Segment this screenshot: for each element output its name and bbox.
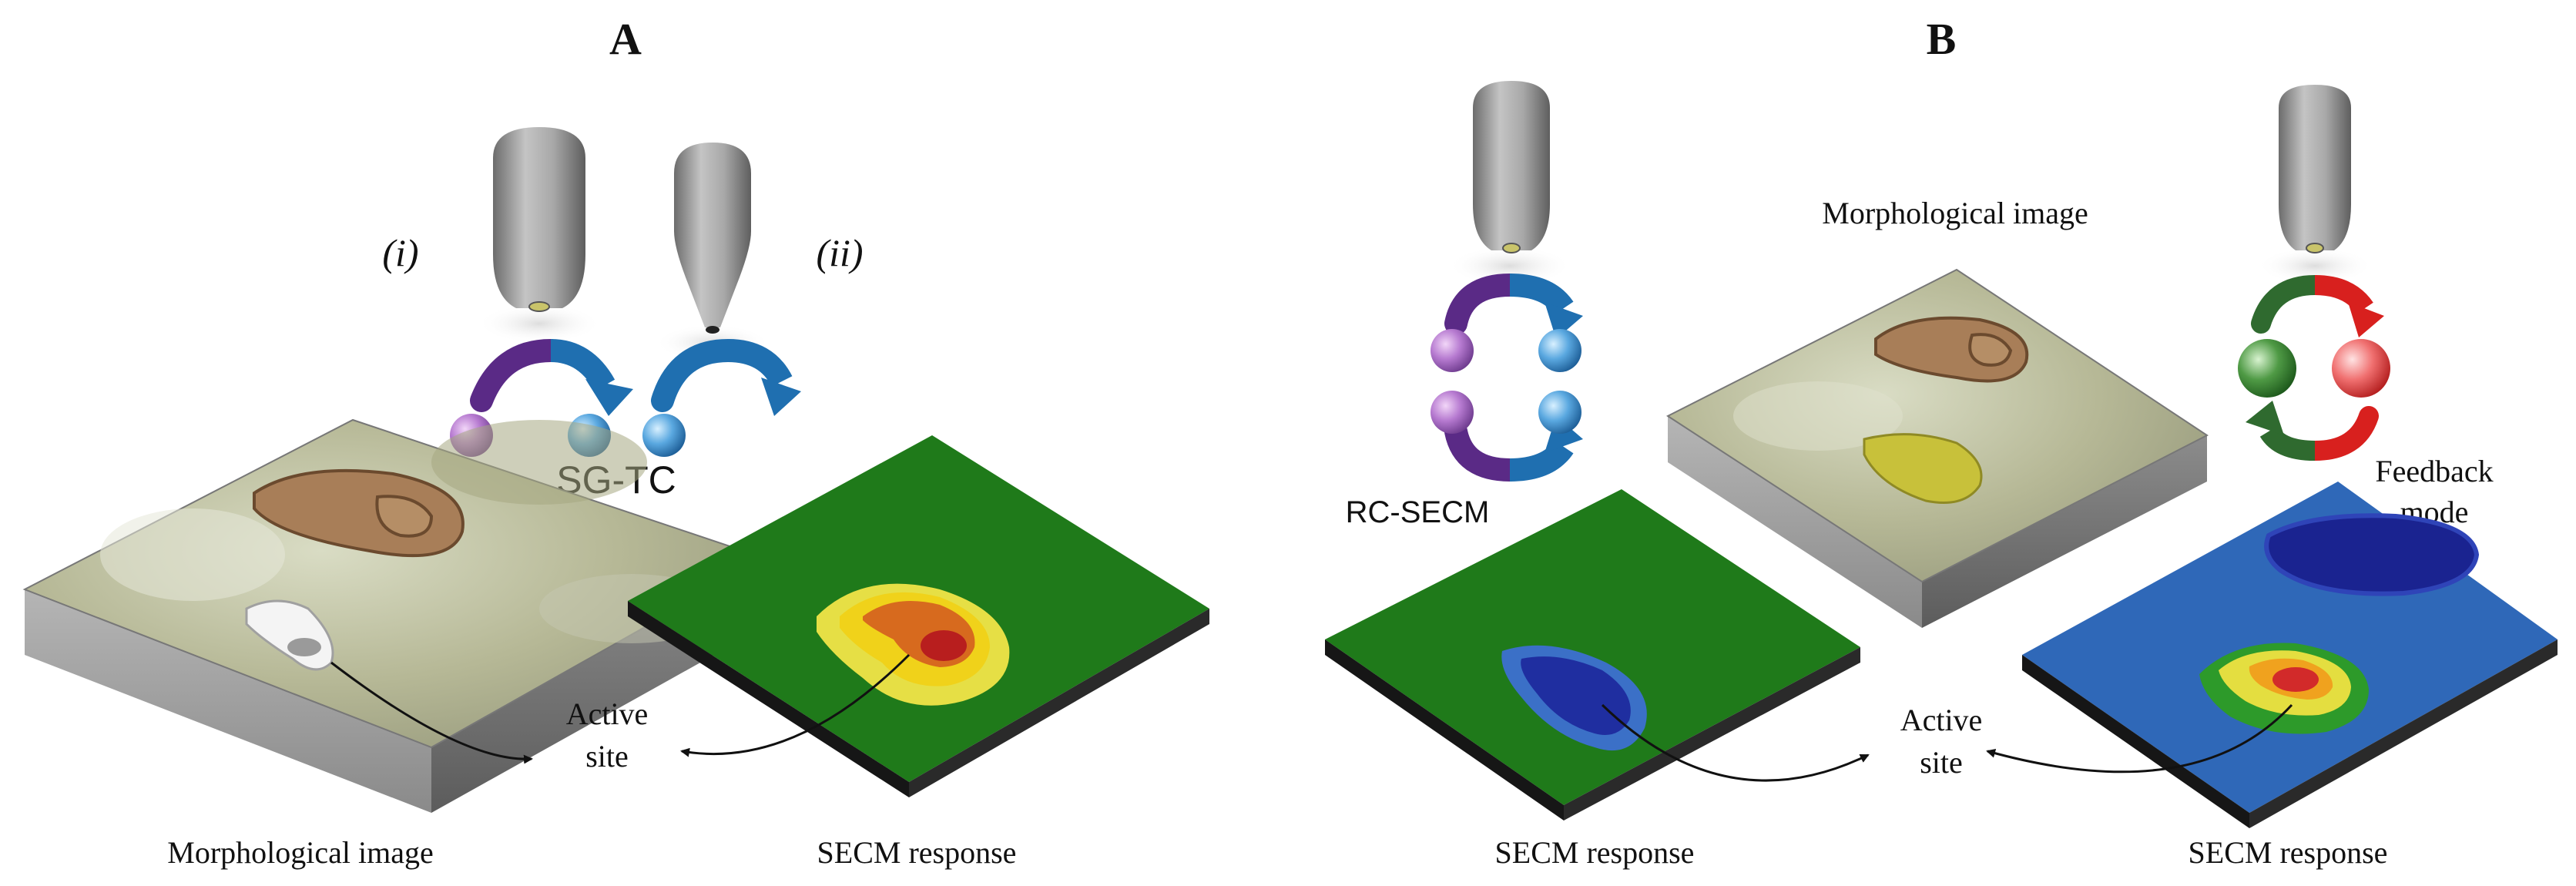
substrate-block-b (1666, 268, 2209, 628)
pointer-b-left (1601, 703, 1870, 782)
label-i: (i) (382, 231, 418, 274)
feedback-label-line1: Feedback (2375, 454, 2493, 488)
panel-b: B RC-SECM Morphological image (1325, 14, 2558, 870)
morph-b-caption: Morphological image (1822, 196, 2088, 230)
secm-response-plate-a (628, 435, 1209, 797)
pointer-a-right (680, 653, 911, 757)
active-site-b-line1: Active (1900, 703, 1983, 737)
pointer-b-right (1986, 703, 2293, 774)
green-species-icon (2238, 339, 2296, 398)
pointer-a-left (330, 661, 533, 764)
feedback-cycle-icon (2246, 275, 2384, 461)
probe-feedback-icon (2257, 85, 2373, 284)
response-b-right-caption: SECM response (2189, 835, 2388, 870)
rc-secm-label: RC-SECM (1346, 495, 1490, 529)
blue-species-icon (642, 414, 686, 457)
label-ii: (ii) (816, 231, 863, 274)
response-a-caption: SECM response (817, 835, 1017, 870)
blue-species-icon (1538, 329, 1581, 372)
substrate-block-a (22, 418, 769, 813)
panel-a-letter: A (609, 14, 642, 64)
purple-species-icon (1431, 329, 1474, 372)
probe-i-icon (478, 127, 601, 344)
rc-cycle-icon (1444, 274, 1583, 482)
response-b-left-caption: SECM response (1495, 835, 1695, 870)
panel-a: A (i) (ii) SG-TC (22, 14, 1209, 870)
active-site-b-line2: site (1920, 745, 1963, 780)
purple-species-icon (1431, 391, 1474, 434)
panel-b-letter: B (1927, 14, 1957, 64)
probe-ii-icon (655, 143, 770, 361)
active-site-a-line2: site (585, 739, 629, 774)
red-species-icon (2332, 339, 2390, 398)
secm-response-plate-b-right (2022, 482, 2558, 828)
probe-rc-icon (1448, 81, 1571, 286)
active-site-a-line1: Active (566, 696, 649, 731)
sgtc-arrows-icon (470, 339, 801, 416)
secm-response-plate-b-left (1325, 489, 1860, 821)
blue-species-icon (1538, 391, 1581, 434)
substrate-a-caption: Morphological image (167, 835, 433, 870)
